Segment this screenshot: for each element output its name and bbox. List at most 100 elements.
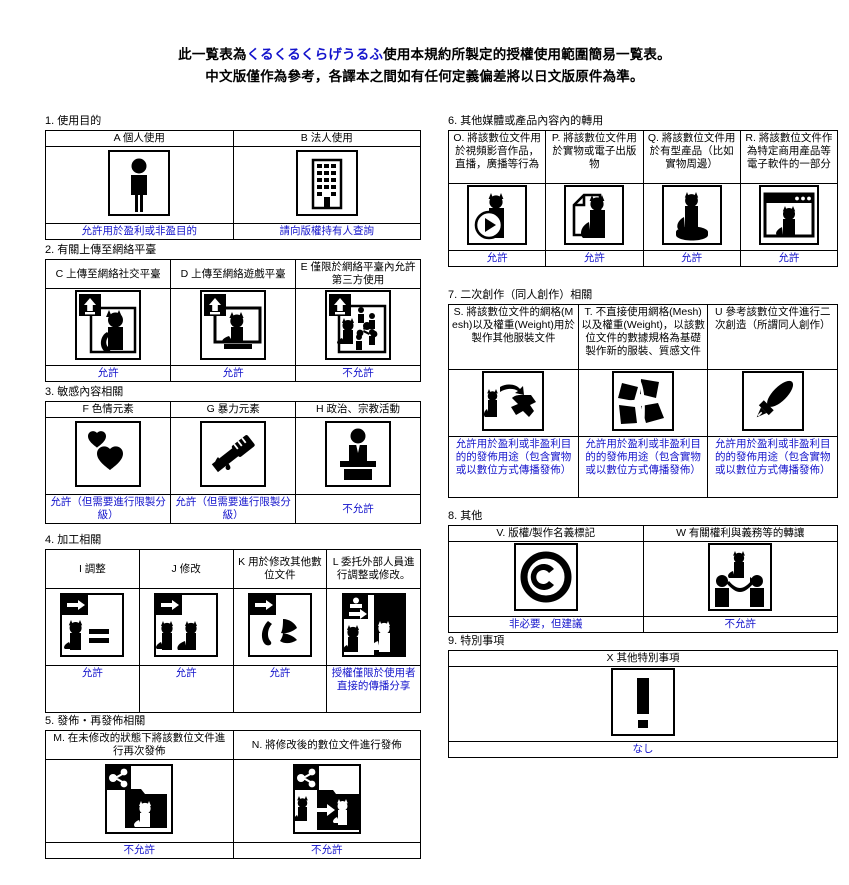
- title-line-2: 中文版僅作為參考，各譯本之間如有任何定義偏差將以日文版原件為準。: [205, 69, 644, 84]
- cell-header-T: T. 不直接使用網格(Mesh)以及權重(Weight)，以該數位文件的數據規格…: [577, 304, 709, 370]
- cell-permission-O: 允許: [447, 250, 547, 267]
- title-brand-name: くるくるくらげうるふ: [246, 47, 384, 62]
- section-5: 5. 發佈・再發佈相關 M. 在未修改的狀態下將該數位文件進行再次發佈 N. 將…: [45, 714, 421, 859]
- cat-arrow-cloth-icon: [482, 371, 545, 431]
- upload-cat-share-people-icon: [325, 290, 392, 360]
- cell-icon-R: [739, 183, 839, 251]
- title-part-pre: 此一覧表為: [178, 47, 247, 62]
- cell-icon-F: [44, 417, 172, 495]
- cell-icon-C: [44, 288, 172, 366]
- cell-header-S: S. 將該數位文件的網格(Mesh)以及權重(Weight)用於製作其他服裝文件: [448, 304, 579, 370]
- cell-icon-L: [326, 588, 421, 666]
- cell-icon-B: [232, 146, 421, 224]
- section-2: 2. 有關上傳至網絡平臺 C 上傳至網絡社交平臺 D 上傳至網絡遊戲平臺 E 僅…: [44, 243, 421, 382]
- cell-icon-M: [45, 759, 234, 843]
- section-6: 6. 其他媒體或產品內容內的轉用 O. 將該數位文件用於視頻影音作品，直播，廣播…: [447, 114, 839, 267]
- section-8-table: V. 版權/製作名義標記 W 有關權利與義務等的轉讓: [448, 525, 838, 633]
- section-2-heading: 2. 有關上傳至網絡平臺: [45, 244, 157, 256]
- cell-icon-O: [447, 183, 547, 251]
- cell-permission-V: 非必要，但建議: [448, 616, 644, 633]
- cell-header-C: C 上傳至網絡社交平臺: [44, 259, 172, 289]
- cell-header-G: G 暴力元素: [170, 401, 297, 418]
- section-3-table: F 色情元素 G 暴力元素 H 政治、宗教活動: [44, 401, 421, 524]
- cell-icon-K: [232, 588, 328, 666]
- table-row-icons: [448, 369, 838, 437]
- cell-permission-H: 不允許: [295, 494, 421, 524]
- arrow-cat-equals-icon: [60, 593, 125, 657]
- cell-permission-T: 允許用於盈利或非盈利目的的發佈用途（包含實物或以數位方式傳播發佈）: [577, 436, 709, 498]
- cell-header-J: J 修改: [138, 549, 234, 589]
- table-row-icons: [45, 588, 421, 666]
- person-icon: [108, 150, 171, 216]
- cell-icon-E: [295, 288, 421, 366]
- section-4-table: I 調整 J 修改 K 用於修改其他數位文件 L 委托外部人員進行調整或修改。: [45, 549, 421, 713]
- cell-header-L: L 委托外部人員進行調整或修改。: [326, 549, 421, 589]
- table-row-permissions: 允許 允許 不允許: [44, 365, 421, 382]
- arrow-cat-other-icon: [247, 593, 312, 657]
- cell-icon-G: [170, 417, 297, 495]
- cell-icon-P: [545, 183, 644, 251]
- cell-header-H: H 政治、宗教活動: [295, 401, 421, 418]
- section-1: 1. 使用目的 A 個人使用 B 法人使用: [45, 114, 421, 240]
- cell-permission-J: 允許: [138, 665, 234, 713]
- table-row-headers: X 其他特別事項: [448, 650, 838, 667]
- section-7: 7. 二次創作（同人創作）相關 S. 將該數位文件的網格(Mesh)以及權重(W…: [448, 288, 838, 498]
- table-row-permissions: 允許 允許 允許 授權僅限於使用者直接的傳播分享: [45, 665, 421, 713]
- cell-icon-S: [448, 369, 579, 437]
- cell-header-O: O. 將該數位文件用於視頻影音作品，直播，廣播等行為: [447, 130, 547, 184]
- cell-permission-F: 允許（但需要進行限製分級）: [44, 494, 172, 524]
- section-1-table: A 個人使用 B 法人使用 允許用於: [45, 130, 421, 240]
- section-8: 8. 其他 V. 版權/製作名義標記 W 有關權利與義務等的轉讓: [448, 509, 838, 633]
- cat-video-play-icon: [467, 185, 528, 245]
- cell-icon-H: [295, 417, 421, 495]
- table-row-icons: [448, 541, 838, 617]
- section-8-heading: 8. 其他: [448, 510, 483, 522]
- cell-permission-P: 允許: [545, 250, 644, 267]
- cell-permission-C: 允許: [44, 365, 172, 382]
- section-6-table: O. 將該數位文件用於視頻影音作品，直播，廣播等行為 P. 將該數位文件用於實物…: [447, 130, 839, 267]
- share-folder-cat-icon: [105, 764, 174, 834]
- cell-icon-W: [642, 541, 838, 617]
- section-2-table: C 上傳至網絡社交平臺 D 上傳至網絡遊戲平臺 E 僅限於網絡平臺內允許第三方使…: [44, 259, 421, 382]
- cell-header-B: B 法人使用: [232, 130, 421, 147]
- cell-permission-N: 不允許: [232, 842, 421, 859]
- upload-cat-monitor-icon: [200, 290, 267, 360]
- table-row-headers: M. 在未修改的狀態下將該數位文件進行再次發佈 N. 將修改後的數位文件進行發佈: [45, 730, 421, 760]
- table-row-icons: [447, 183, 839, 251]
- cell-icon-T: [577, 369, 709, 437]
- cell-header-W: W 有關權利與義務等的轉讓: [642, 525, 838, 542]
- table-row-permissions: 允許用於盈利或非盈利目的的發佈用途（包含實物或以數位方式傳播發佈） 允許用於盈利…: [448, 436, 838, 498]
- cell-header-D: D 上傳至網絡遊戲平臺: [170, 259, 297, 289]
- pen-brush-icon: [741, 371, 804, 431]
- cell-header-R: R. 將該數位文件作為特定商用產品等電子軟件的一部分: [739, 130, 839, 184]
- exclamation-icon: [611, 668, 675, 736]
- section-1-heading: 1. 使用目的: [45, 115, 102, 127]
- cell-icon-U: [707, 369, 838, 437]
- cell-permission-U: 允許用於盈利或非盈利目的的發佈用途（包含實物或以數位方式傳播發佈）: [707, 436, 838, 498]
- cell-header-Q: Q. 將該數位文件用於有型產品（比如實物周邊）: [642, 130, 741, 184]
- section-4-heading: 4. 加工相關: [45, 534, 102, 546]
- table-row-permissions: 允許 允許 允許 允許: [447, 250, 839, 267]
- cell-header-N: N. 將修改後的數位文件進行發佈: [232, 730, 421, 760]
- upload-cat-icon: [75, 290, 142, 360]
- cell-permission-X: なし: [448, 741, 838, 758]
- section-3-heading: 3. 敏感內容相關: [45, 386, 124, 398]
- cell-header-K: K 用於修改其他數位文件: [232, 549, 328, 589]
- copyright-icon: [513, 543, 578, 611]
- cell-header-U: U 參考該數位文件進行二次創造（所謂同人創作）: [707, 304, 838, 370]
- cell-icon-Q: [642, 183, 741, 251]
- section-9-table: X 其他特別事項 なし: [448, 650, 838, 758]
- section-5-heading: 5. 發佈・再發佈相關: [45, 715, 146, 727]
- share-folder-modified-cat-icon: [292, 764, 361, 834]
- cat-browser-window-icon: [758, 185, 819, 245]
- cell-permission-K: 允許: [232, 665, 328, 713]
- building-icon: [295, 150, 358, 216]
- table-row-permissions: なし: [448, 741, 838, 758]
- transfer-people-cat-icon: [708, 543, 773, 611]
- table-row-icons: [44, 417, 421, 495]
- section-9-heading: 9. 特別事項: [448, 635, 505, 647]
- cell-permission-G: 允許（但需要進行限製分級）: [170, 494, 297, 524]
- section-7-table: S. 將該數位文件的網格(Mesh)以及權重(Weight)用於製作其他服裝文件…: [448, 304, 838, 498]
- cell-permission-B: 請向版權持有人查詢: [232, 223, 421, 240]
